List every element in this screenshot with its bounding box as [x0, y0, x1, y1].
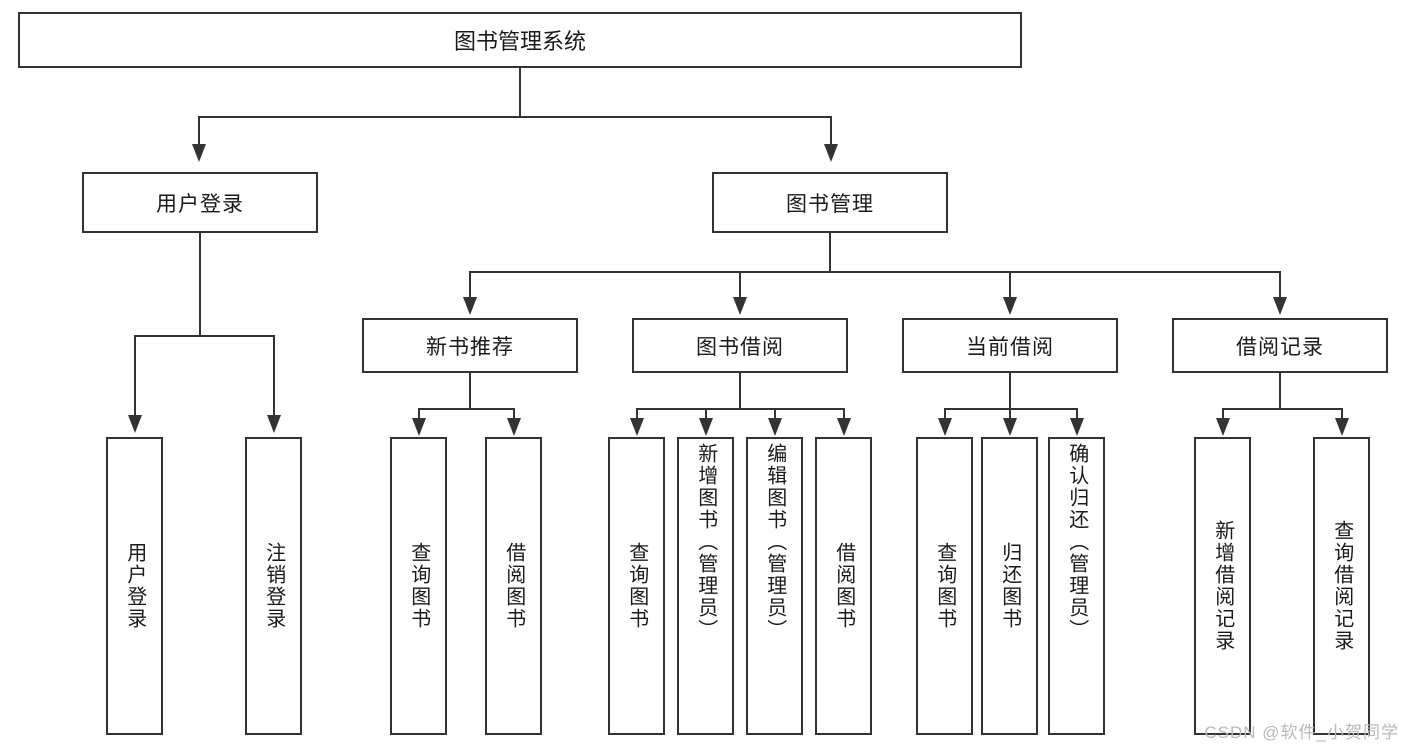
leaf-label: 用户登录	[123, 542, 146, 630]
node-label: 用户登录	[156, 192, 244, 216]
connector-recommend-to-leaf2	[513, 408, 515, 420]
connector-recommend-bar	[418, 408, 513, 410]
connector-borrow-to-leaf1	[636, 408, 638, 420]
connector-current-to-leaf3	[1076, 408, 1078, 420]
connector-current-to-leaf1	[944, 408, 946, 420]
connector-current-stem	[1009, 373, 1011, 408]
leaf-label: 查询图书	[933, 542, 956, 630]
arrow-borrow-to-leaf4	[837, 418, 851, 436]
leaf-borrow-add-book-admin[interactable]: 新增图书（管理员）	[677, 437, 734, 735]
connector-bookmgmt-bar	[469, 271, 1281, 273]
arrow-record-to-leaf2	[1335, 418, 1349, 436]
watermark: CSDN @软件_小贺同学	[1204, 723, 1399, 742]
arrow-current-to-leaf1	[938, 418, 952, 436]
arrow-login-to-leaf2	[267, 415, 281, 433]
connector-borrow-stem	[739, 373, 741, 408]
arrow-bookmgmt-to-n3	[1003, 297, 1017, 315]
leaf-recommend-borrow-book[interactable]: 借阅图书	[485, 437, 542, 735]
node-label: 图书管理系统	[453, 29, 586, 54]
node-borrow-record[interactable]: 借阅记录	[1172, 318, 1388, 373]
connector-current-bar	[944, 408, 1078, 410]
node-book-borrow[interactable]: 图书借阅	[632, 318, 848, 373]
leaf-current-return-book[interactable]: 归还图书	[981, 437, 1038, 735]
arrow-bookmgmt-to-n1	[463, 297, 477, 315]
arrow-login-to-leaf1	[128, 415, 142, 433]
connector-current-to-leaf2	[1009, 408, 1011, 420]
connector-recommend-to-leaf1	[418, 408, 420, 420]
connector-login-stem	[199, 233, 201, 335]
connector-login-to-leaf2	[273, 335, 275, 417]
arrow-root-to-bookmgmt	[824, 144, 838, 162]
connector-record-to-leaf2	[1341, 408, 1343, 420]
connector-root-bar	[198, 116, 832, 118]
node-user-login[interactable]: 用户登录	[82, 172, 318, 233]
leaf-logout[interactable]: 注销登录	[245, 437, 302, 735]
leaf-recommend-query-book[interactable]: 查询图书	[390, 437, 447, 735]
arrow-bookmgmt-to-n4	[1273, 297, 1287, 315]
leaf-label: 借阅图书	[502, 542, 525, 630]
connector-borrow-to-leaf3	[774, 408, 776, 420]
connector-bookmgmt-to-n3	[1009, 271, 1011, 299]
node-book-management[interactable]: 图书管理	[712, 172, 948, 233]
leaf-record-add-record[interactable]: 新增借阅记录	[1194, 437, 1251, 735]
leaf-borrow-query-book[interactable]: 查询图书	[608, 437, 665, 735]
connector-root-to-bookmgmt	[830, 116, 832, 146]
arrow-bookmgmt-to-n2	[733, 297, 747, 315]
leaf-label: 确认归还（管理员）	[1065, 443, 1088, 641]
connector-borrow-to-leaf2	[705, 408, 707, 420]
arrow-recommend-to-leaf1	[412, 418, 426, 436]
leaf-label: 查询图书	[625, 542, 648, 630]
arrow-current-to-leaf2	[1003, 418, 1017, 436]
node-label: 新书推荐	[426, 335, 514, 359]
leaf-label: 归还图书	[998, 542, 1021, 630]
leaf-label: 编辑图书（管理员）	[763, 443, 786, 641]
node-new-book-recommend[interactable]: 新书推荐	[362, 318, 578, 373]
connector-bookmgmt-stem	[829, 233, 831, 271]
leaf-label: 注销登录	[262, 542, 285, 630]
arrow-root-to-login	[192, 144, 206, 162]
node-label: 图书借阅	[696, 335, 784, 359]
leaf-borrow-edit-book-admin[interactable]: 编辑图书（管理员）	[746, 437, 803, 735]
arrow-borrow-to-leaf2	[699, 418, 713, 436]
connector-recommend-stem	[469, 373, 471, 408]
leaf-record-query-record[interactable]: 查询借阅记录	[1313, 437, 1370, 735]
leaf-label: 查询借阅记录	[1330, 520, 1353, 652]
connector-borrow-to-leaf4	[843, 408, 845, 420]
connector-bookmgmt-to-n4	[1279, 271, 1281, 299]
connector-bookmgmt-to-n1	[469, 271, 471, 299]
leaf-borrow-borrow-book[interactable]: 借阅图书	[815, 437, 872, 735]
connector-borrow-bar	[636, 408, 845, 410]
node-root-system[interactable]: 图书管理系统	[18, 12, 1022, 68]
arrow-current-to-leaf3	[1070, 418, 1084, 436]
arrow-recommend-to-leaf2	[507, 418, 521, 436]
node-current-borrow[interactable]: 当前借阅	[902, 318, 1118, 373]
node-label: 图书管理	[786, 192, 874, 216]
connector-record-to-leaf1	[1222, 408, 1224, 420]
connector-record-stem	[1279, 373, 1281, 408]
leaf-label: 查询图书	[407, 542, 430, 630]
leaf-current-query-book[interactable]: 查询图书	[916, 437, 973, 735]
arrow-borrow-to-leaf3	[768, 418, 782, 436]
connector-login-to-leaf1	[134, 335, 136, 417]
leaf-label: 新增借阅记录	[1211, 520, 1234, 652]
node-label: 借阅记录	[1236, 335, 1324, 359]
arrow-borrow-to-leaf1	[630, 418, 644, 436]
arrow-record-to-leaf1	[1216, 418, 1230, 436]
leaf-label: 新增图书（管理员）	[694, 443, 717, 641]
leaf-current-confirm-return-admin[interactable]: 确认归还（管理员）	[1048, 437, 1105, 735]
leaf-label: 借阅图书	[832, 542, 855, 630]
connector-root-stem	[519, 68, 521, 116]
connector-record-bar	[1222, 408, 1341, 410]
node-label: 当前借阅	[966, 335, 1054, 359]
connector-bookmgmt-to-n2	[739, 271, 741, 299]
connector-login-bar	[134, 335, 275, 337]
leaf-user-login[interactable]: 用户登录	[106, 437, 163, 735]
connector-root-to-login	[198, 116, 200, 146]
